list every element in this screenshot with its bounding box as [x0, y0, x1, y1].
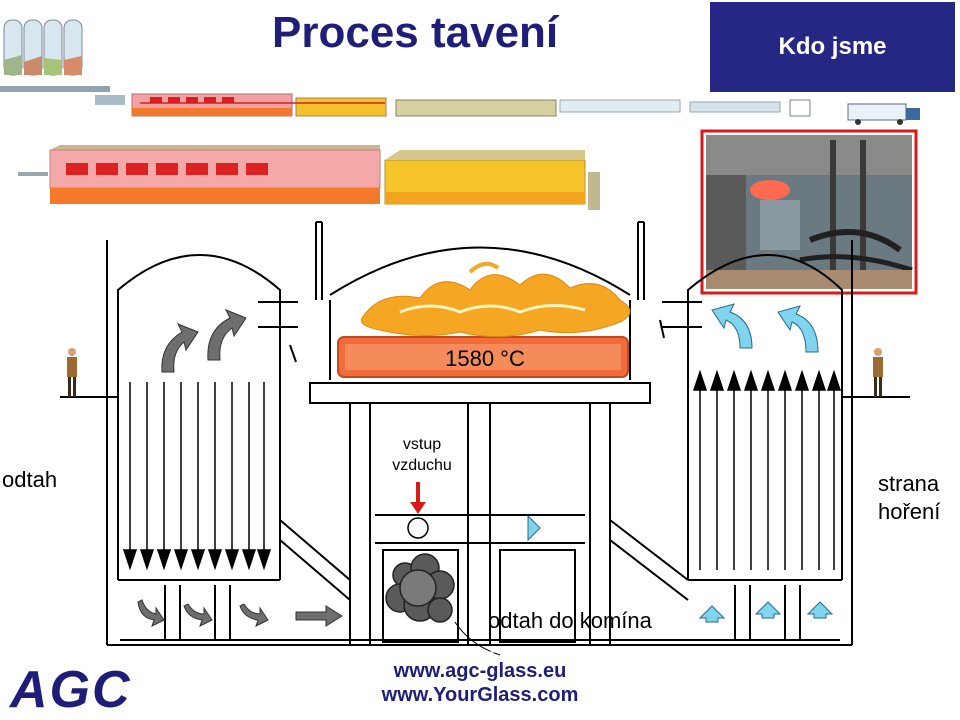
agc-logo: AGC: [10, 661, 132, 719]
furnace-structure: [60, 221, 910, 646]
silos-illustration: [0, 19, 110, 92]
page-title: Proces tavení: [272, 8, 559, 57]
glass-melt: [337, 336, 629, 378]
combustion-side-label-line-1: strana: [878, 471, 940, 496]
exhaust-curved-arrows: [161, 309, 247, 373]
person-figure-right: [873, 348, 883, 397]
air-inlet-label-line-2: vzduchu: [392, 457, 452, 474]
about-us-button[interactable]: Kdo jsme: [710, 2, 955, 92]
upflow-arrows: [692, 369, 842, 570]
yourglass-website-link[interactable]: www.YourGlass.com: [381, 684, 579, 706]
bottom-flue-arrows-left: [137, 599, 343, 627]
hot-air-curved-arrows: [711, 303, 819, 353]
flow-indicator: [527, 514, 541, 542]
downflow-arrows: [122, 382, 272, 571]
chimney-label: odtah do komína: [488, 608, 652, 633]
smoke-cloud: [385, 553, 455, 623]
agc-website-link[interactable]: www.agc-glass.eu: [393, 660, 567, 682]
combustion-side-label: strana hoření: [878, 470, 940, 526]
furnace-cross-section-illustration: [18, 145, 600, 210]
flame: [360, 261, 631, 337]
air-inlet-label: vstup vzduchu: [382, 434, 462, 476]
temperature-label: 1580 °C: [445, 346, 525, 371]
chimney-leader-line: [454, 621, 501, 656]
production-line-small: [95, 93, 920, 125]
exhaust-side-label: odtah: [2, 467, 58, 492]
person-figure-left: [67, 348, 77, 397]
furnace-photo: [700, 129, 918, 295]
combustion-side-label-line-2: hoření: [878, 499, 941, 524]
air-inlet-label-line-1: vstup: [402, 436, 442, 453]
air-inlet-arrow: [407, 482, 429, 539]
bottom-flue-arrows-right: [698, 601, 834, 623]
